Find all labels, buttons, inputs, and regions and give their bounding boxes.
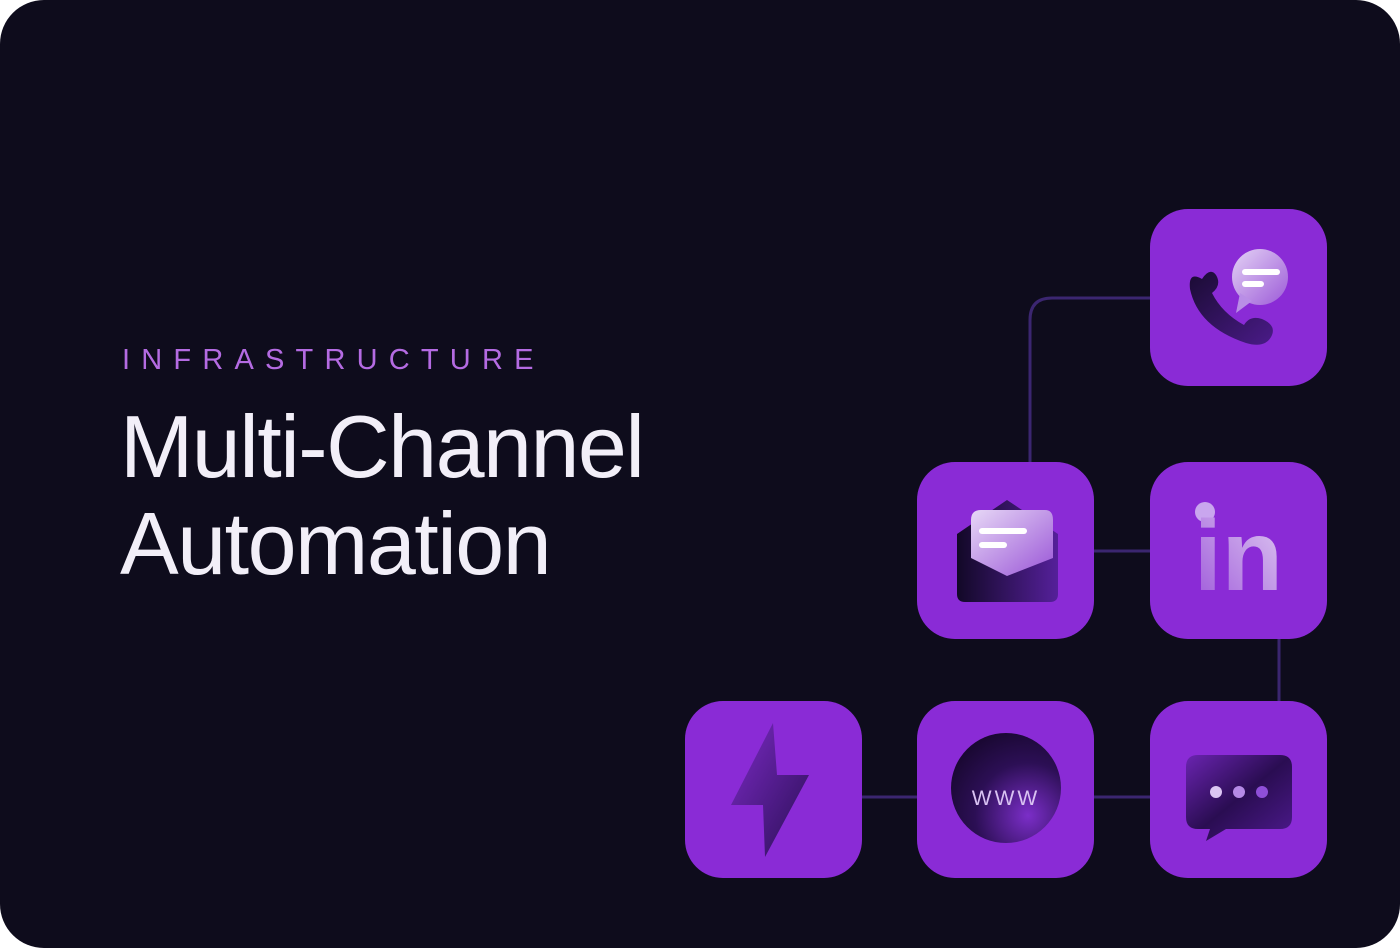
- linkedin-tile[interactable]: in: [1150, 462, 1327, 639]
- title-line-2: Automation: [120, 494, 552, 593]
- www-label: WWW: [971, 787, 1041, 810]
- open-envelope-icon: [957, 500, 1058, 602]
- email-tile[interactable]: [917, 462, 1094, 639]
- phone-tile[interactable]: [1150, 209, 1327, 386]
- www-globe-icon: [951, 733, 1061, 843]
- chat-bubble-icon: [1186, 755, 1292, 841]
- connector-phone-email: [1028, 296, 1150, 462]
- phone-chat-icon: [1189, 249, 1288, 345]
- eyebrow-label: INFRASTRUCTURE: [122, 344, 545, 376]
- web-tile[interactable]: [917, 701, 1094, 878]
- page-title: Multi-Channel Automation: [120, 397, 645, 593]
- linkedin-letters: in: [1194, 500, 1283, 612]
- chat-tile[interactable]: [1150, 701, 1327, 878]
- title-line-1: Multi-Channel: [120, 397, 645, 496]
- automation-tile[interactable]: [685, 701, 862, 878]
- linkedin-icon: in: [1194, 500, 1283, 612]
- lightning-bolt-icon: [731, 723, 809, 857]
